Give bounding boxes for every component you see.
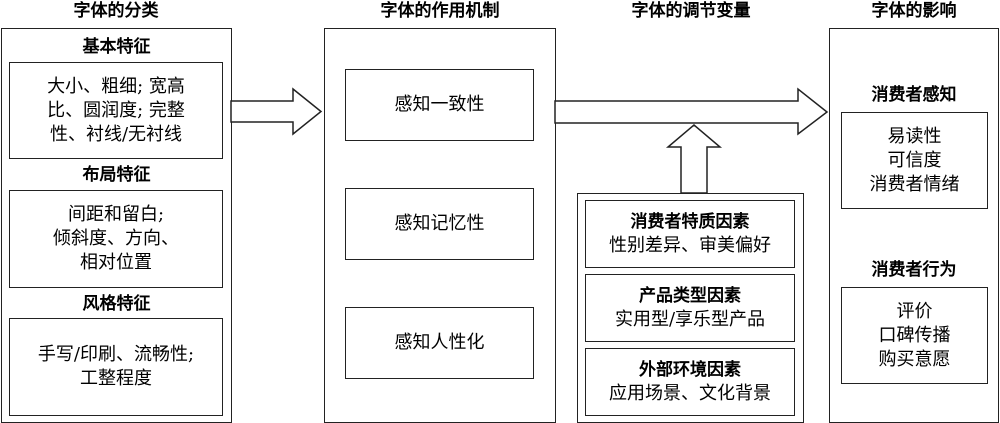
impact-line: 购买意愿 bbox=[878, 348, 951, 370]
impact-box-behavior: 评价 口碑传播 购买意愿 bbox=[841, 287, 988, 384]
impact-line: 消费者情绪 bbox=[869, 173, 960, 195]
group-heading-style: 风格特征 bbox=[82, 294, 151, 314]
moderator-heading: 产品类型因素 bbox=[639, 286, 741, 306]
right-arrow-icon bbox=[554, 87, 829, 136]
group-line: 比、圆润度; 完整 bbox=[47, 99, 185, 121]
impact-line: 评价 bbox=[896, 300, 933, 322]
mechanism-item: 感知一致性 bbox=[345, 69, 534, 141]
impact-heading-behavior: 消费者行为 bbox=[871, 260, 957, 280]
moderator-item: 产品类型因素 实用型/享乐型产品 bbox=[585, 274, 795, 342]
moderator-detail: 应用场景、文化背景 bbox=[609, 383, 771, 404]
mechanism-item: 感知记忆性 bbox=[345, 188, 534, 260]
group-box-basic: 大小、粗细; 宽高 比、圆润度; 完整 性、衬线/无衬线 bbox=[9, 62, 223, 159]
group-box-style: 手写/印刷、流畅性; 工整程度 bbox=[9, 318, 223, 416]
group-line: 性、衬线/无衬线 bbox=[49, 123, 183, 145]
group-heading-basic: 基本特征 bbox=[82, 37, 151, 57]
group-line: 间距和留白; bbox=[67, 204, 165, 225]
group-line: 相对位置 bbox=[80, 252, 152, 273]
classification-title: 字体的分类 bbox=[73, 1, 159, 21]
mechanism-title: 字体的作用机制 bbox=[380, 1, 500, 21]
moderator-item: 消费者特质因素 性别差异、审美偏好 bbox=[585, 200, 795, 268]
impact-heading-perception: 消费者感知 bbox=[871, 85, 957, 105]
impact-box-perception: 易读性 可信度 消费者情绪 bbox=[841, 112, 988, 209]
moderator-heading: 外部环境因素 bbox=[639, 360, 741, 380]
mechanism-label: 感知人性化 bbox=[394, 332, 485, 353]
mechanism-label: 感知记忆性 bbox=[394, 213, 485, 234]
impact-line: 口碑传播 bbox=[878, 324, 951, 346]
moderator-detail: 实用型/享乐型产品 bbox=[614, 309, 766, 330]
moderators-title: 字体的调节变量 bbox=[631, 1, 751, 21]
group-heading-layout: 布局特征 bbox=[82, 165, 151, 185]
group-line: 倾斜度、方向、 bbox=[53, 228, 179, 249]
moderator-detail: 性别差异、审美偏好 bbox=[609, 235, 771, 256]
group-line: 大小、粗细; 宽高 bbox=[47, 75, 185, 97]
impact-line: 可信度 bbox=[887, 149, 942, 171]
mechanism-label: 感知一致性 bbox=[394, 94, 485, 115]
impact-line: 易读性 bbox=[887, 125, 942, 147]
up-arrow-icon bbox=[665, 124, 723, 194]
group-line: 工整程度 bbox=[80, 368, 152, 389]
impact-title: 字体的影响 bbox=[871, 1, 957, 21]
moderator-item: 外部环境因素 应用场景、文化背景 bbox=[585, 348, 795, 416]
mechanism-item: 感知人性化 bbox=[345, 307, 534, 379]
group-box-layout: 间距和留白; 倾斜度、方向、 相对位置 bbox=[9, 190, 223, 288]
group-line: 手写/印刷、流畅性; bbox=[37, 344, 195, 365]
moderator-heading: 消费者特质因素 bbox=[630, 212, 750, 232]
right-arrow-icon bbox=[230, 87, 323, 136]
